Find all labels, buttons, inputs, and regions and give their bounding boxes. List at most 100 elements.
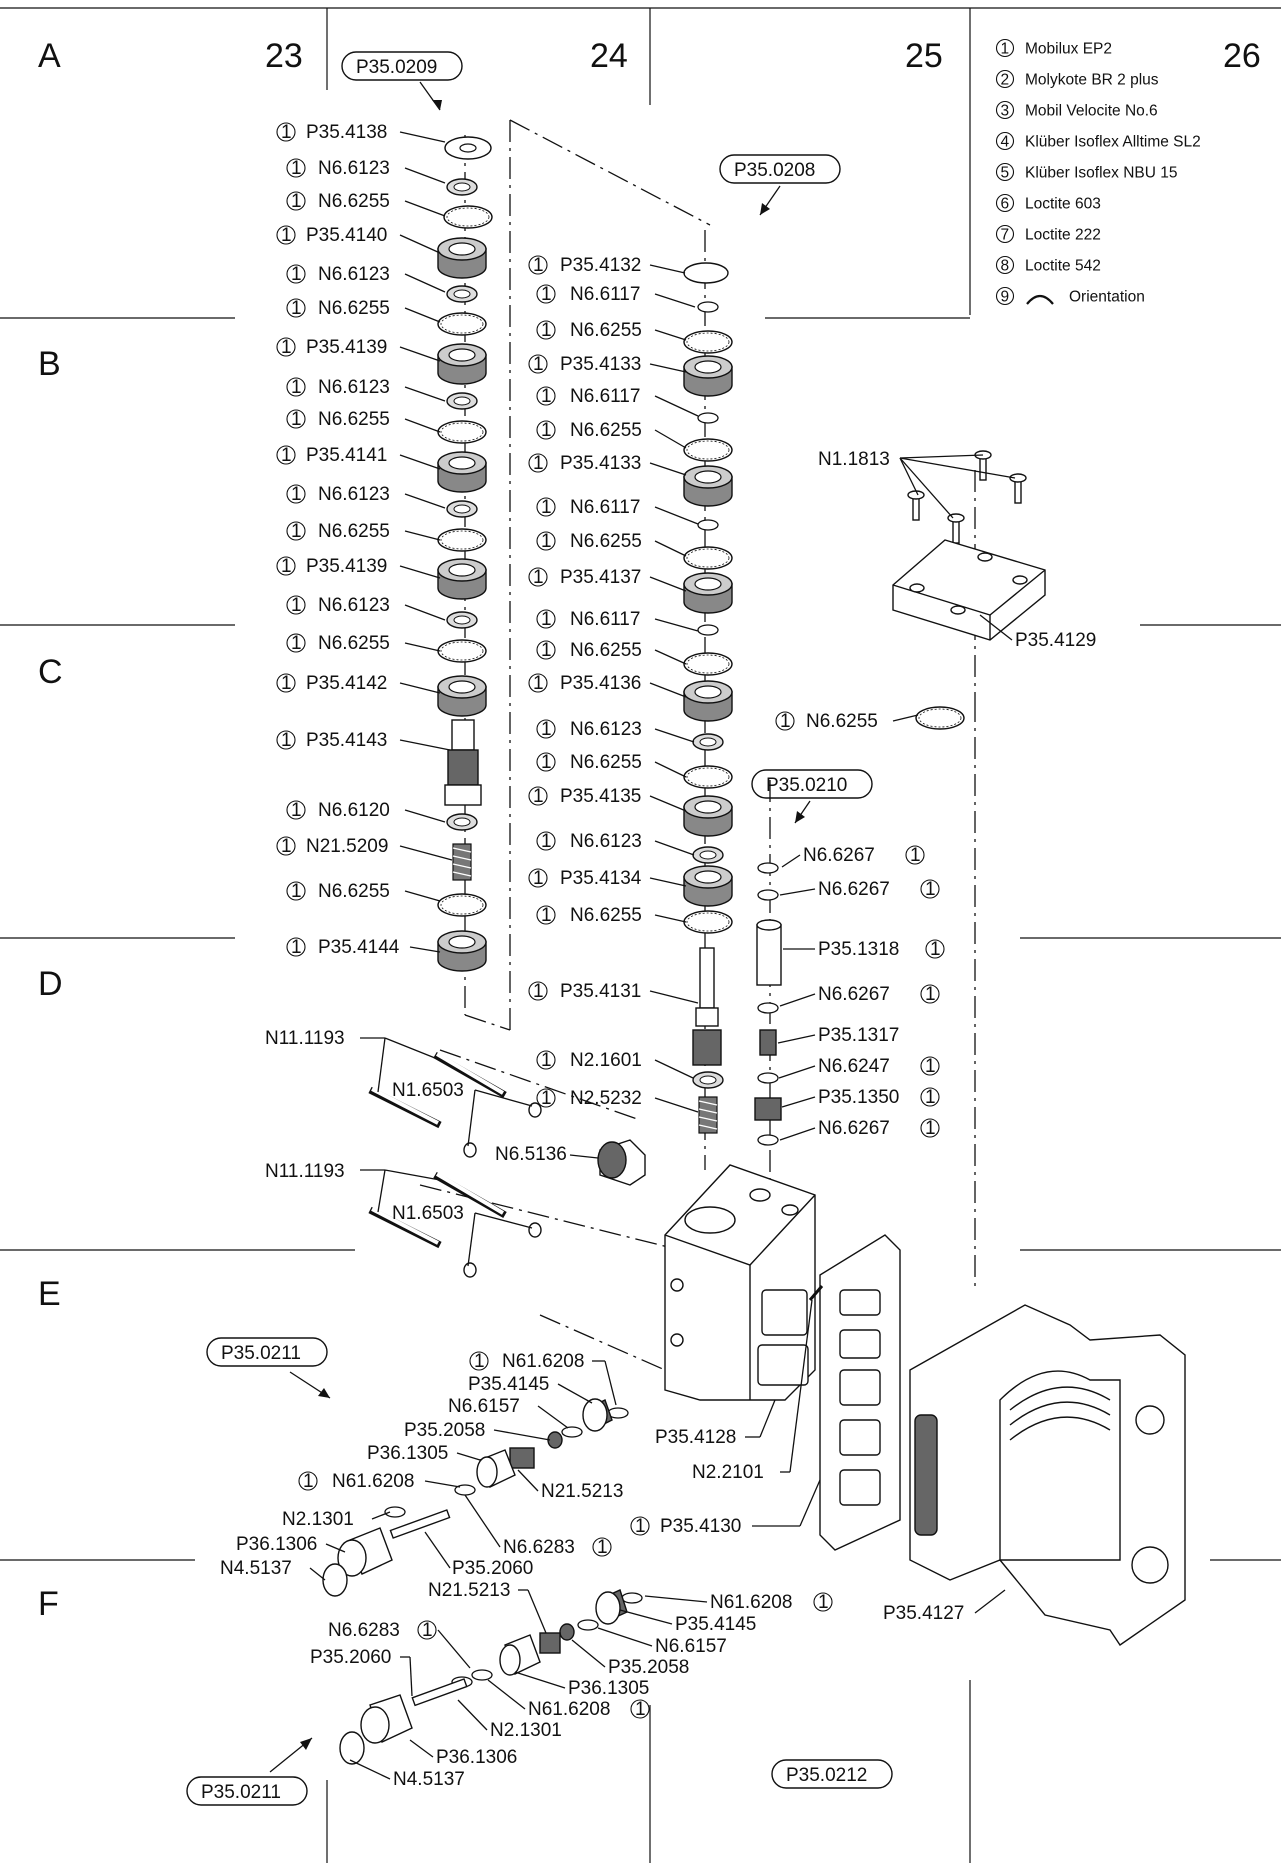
part-label: N61.6208 (332, 1471, 414, 1492)
svg-text:1: 1 (281, 556, 292, 577)
callout-p35-0208[interactable]: P35.0208 (719, 154, 841, 216)
svg-text:1: 1 (533, 868, 544, 889)
svg-text:1: 1 (291, 409, 302, 430)
svg-text:1: 1 (291, 633, 302, 654)
legend-num: 7 (1001, 227, 1010, 244)
part-label: P35.4145 (675, 1614, 756, 1635)
stack-column-1 (437, 136, 493, 972)
part-label: P35.4144 (318, 937, 400, 958)
part-label: P36.1305 (367, 1443, 448, 1464)
part-label: N6.6123 (570, 719, 642, 740)
legend-text: Loctite 542 (1025, 258, 1101, 275)
part-label: P35.4143 (306, 730, 387, 751)
svg-text:1: 1 (541, 386, 552, 407)
callout-p35-0211-e[interactable]: P35.0211 (206, 1337, 331, 1399)
stack-column-2 (683, 262, 733, 1134)
callout-label: P35.0208 (734, 160, 815, 181)
svg-text:1: 1 (635, 1699, 646, 1720)
part-label: N6.6247 (818, 1056, 890, 1077)
part-label: P35.1350 (818, 1087, 899, 1108)
svg-text:1: 1 (291, 800, 302, 821)
part-label: N6.6267 (818, 879, 890, 900)
svg-text:1: 1 (541, 609, 552, 630)
callout-p35-0210[interactable]: P35.0210 (751, 769, 873, 824)
legend-text: Klüber Isoflex Alltime SL2 (1025, 134, 1201, 151)
part-label: N6.6157 (655, 1636, 727, 1657)
row-label-d: D (38, 965, 63, 1003)
part-label: N6.6255 (570, 905, 642, 926)
svg-text:1: 1 (533, 255, 544, 276)
svg-text:1: 1 (281, 673, 292, 694)
part-label: N2.1601 (570, 1050, 642, 1071)
svg-text:1: 1 (925, 1087, 936, 1108)
part-label: N6.6255 (318, 881, 390, 902)
part-label: P35.4137 (560, 567, 641, 588)
col-label-24: 24 (590, 37, 628, 75)
svg-text:1: 1 (541, 905, 552, 926)
subassembly-f (339, 1589, 643, 1765)
part-label: P35.4132 (560, 255, 641, 276)
callout-p35-0212[interactable]: P35.0212 (771, 1759, 893, 1789)
svg-text:1: 1 (597, 1537, 608, 1558)
col-label-25: 25 (905, 37, 943, 75)
callout-label: P35.0209 (356, 57, 437, 78)
svg-text:1: 1 (291, 881, 302, 902)
part-label: N6.6123 (318, 377, 390, 398)
part-label: P36.1306 (236, 1534, 317, 1555)
part-label: N61.6208 (528, 1699, 610, 1720)
part-label: N6.6123 (318, 264, 390, 285)
part-label: N2.1301 (490, 1720, 562, 1741)
part-label: P35.4140 (306, 225, 387, 246)
part-label: P36.1306 (436, 1747, 517, 1768)
svg-text:1: 1 (533, 673, 544, 694)
svg-text:1: 1 (291, 158, 302, 179)
svg-text:1: 1 (291, 377, 302, 398)
part-label: P35.4142 (306, 673, 387, 694)
svg-text:1: 1 (910, 845, 921, 866)
part-label: N21.5209 (306, 836, 388, 857)
svg-text:1: 1 (303, 1471, 314, 1492)
svg-text:1: 1 (291, 521, 302, 542)
svg-text:1: 1 (474, 1351, 485, 1372)
callout-p35-0211-f[interactable]: P35.0211 (186, 1737, 313, 1806)
part-label: N6.6283 (503, 1537, 575, 1558)
part-label: N6.6267 (803, 845, 875, 866)
svg-text:1: 1 (533, 453, 544, 474)
part-label: N11.1193 (265, 1028, 345, 1049)
part-label: N1.6503 (392, 1203, 464, 1224)
svg-text:1: 1 (541, 719, 552, 740)
legend-text: Mobilux EP2 (1025, 41, 1112, 58)
svg-text:1: 1 (533, 354, 544, 375)
part-label: P35.4127 (883, 1603, 964, 1624)
bolts-and-plug (368, 1051, 824, 1301)
part-label: P36.1305 (568, 1678, 649, 1699)
part-label: P35.1318 (818, 939, 899, 960)
part-label: N6.6255 (570, 420, 642, 441)
svg-text:1: 1 (291, 191, 302, 212)
stack-column-3 (754, 862, 782, 1146)
svg-text:1: 1 (281, 225, 292, 246)
part-label: P35.4141 (306, 445, 387, 466)
svg-text:1: 1 (541, 752, 552, 773)
part-label: N6.6117 (570, 497, 640, 518)
row-label-c: C (38, 653, 63, 691)
part-label: N6.6120 (318, 800, 390, 821)
svg-text:1: 1 (291, 484, 302, 505)
part-label: N6.6117 (570, 284, 640, 305)
callout-p35-0209[interactable]: P35.0209 (341, 51, 463, 111)
part-label: P35.4136 (560, 673, 641, 694)
part-label: N1.1813 (818, 449, 890, 470)
svg-text:1: 1 (281, 122, 292, 143)
part-label: P35.4128 (655, 1427, 736, 1448)
callout-label: P35.0211 (221, 1343, 301, 1364)
part-label: N6.6157 (448, 1396, 520, 1417)
svg-text:1: 1 (281, 445, 292, 466)
part-label: N6.6123 (570, 831, 642, 852)
part-label: N4.5137 (393, 1769, 465, 1790)
part-label: P35.4134 (560, 868, 642, 889)
part-label: N6.5136 (495, 1144, 567, 1165)
part-label: N2.1301 (282, 1509, 354, 1530)
